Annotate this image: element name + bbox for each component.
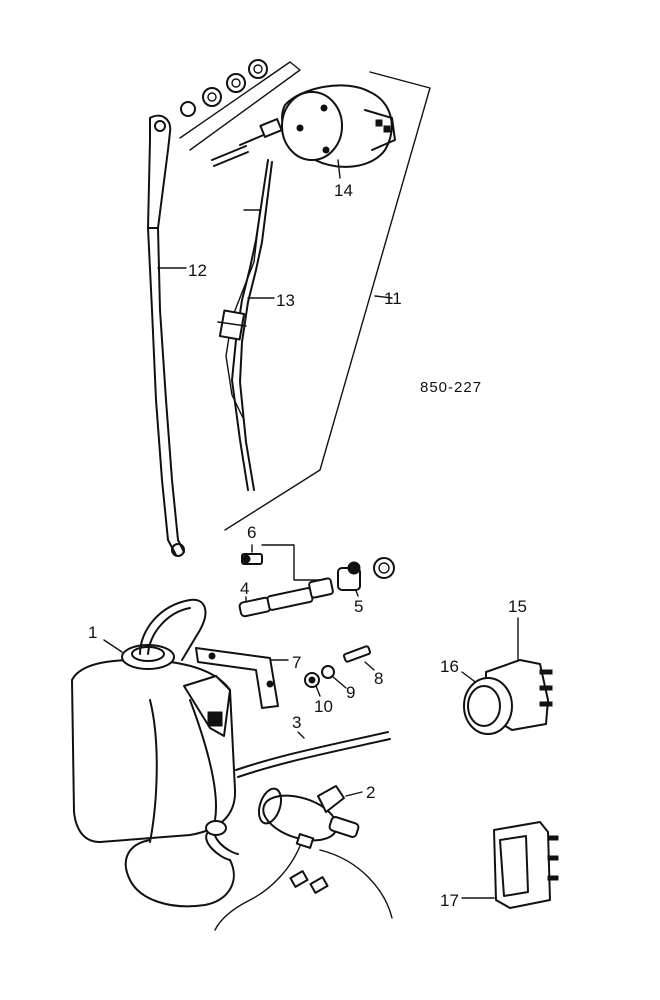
washer-pump-2 bbox=[257, 785, 360, 849]
pump-wiring bbox=[214, 845, 393, 931]
callout-3: 3 bbox=[292, 713, 301, 732]
rotary-switch-15-16 bbox=[463, 659, 553, 735]
callout-8: 8 bbox=[374, 669, 383, 688]
washer-reservoir-1 bbox=[71, 598, 237, 843]
callout-12: 12 bbox=[188, 261, 207, 280]
rocker-switch-17 bbox=[493, 821, 559, 909]
nut-10 bbox=[304, 672, 320, 688]
callout-1: 1 bbox=[88, 623, 97, 642]
callout-labels: 14 12 13 11 6 4 5 15 1 7 16 8 9 10 3 2 1… bbox=[88, 181, 527, 910]
screw-8 bbox=[342, 645, 372, 663]
callout-2: 2 bbox=[366, 783, 375, 802]
wiper-blade-13 bbox=[217, 159, 273, 491]
callout-6: 6 bbox=[247, 523, 256, 542]
callout-5: 5 bbox=[354, 597, 363, 616]
callout-14: 14 bbox=[334, 181, 353, 200]
bolt-6 bbox=[241, 553, 263, 565]
pivot-shaft-4 bbox=[238, 577, 334, 618]
wiper-arm-12 bbox=[147, 114, 185, 557]
washer-9 bbox=[321, 665, 335, 679]
callout-16: 16 bbox=[440, 657, 459, 676]
assembly-bracket-11 bbox=[224, 71, 431, 531]
callout-17: 17 bbox=[440, 891, 459, 910]
callout-11: 11 bbox=[384, 289, 402, 308]
callout-13: 13 bbox=[276, 291, 295, 310]
callout-10: 10 bbox=[314, 697, 333, 716]
callout-15: 15 bbox=[508, 597, 527, 616]
bracket-7 bbox=[195, 647, 279, 709]
callout-7: 7 bbox=[292, 653, 301, 672]
nut-washer-set bbox=[179, 59, 301, 151]
callout-4: 4 bbox=[240, 579, 249, 598]
diagram-reference-code: 850-227 bbox=[420, 379, 482, 396]
callout-9: 9 bbox=[346, 683, 355, 702]
supply-hose bbox=[124, 820, 239, 908]
nut-5 bbox=[337, 557, 395, 591]
wiper-motor-14 bbox=[211, 84, 396, 168]
hose-3 bbox=[235, 731, 391, 778]
